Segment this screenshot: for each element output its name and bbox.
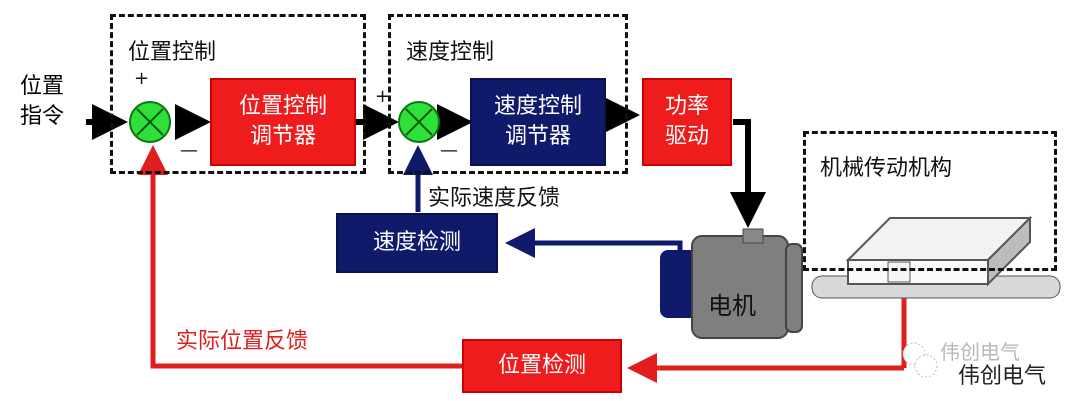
encoder-body [660, 250, 700, 318]
position-command-label: 位置 指令 [20, 72, 64, 132]
position-regulator-line1: 位置控制 [238, 94, 327, 119]
speed-regulator-line1: 速度控制 [493, 94, 582, 119]
position-control-title: 位置控制 [128, 40, 217, 65]
power-drive-line2: 驱动 [664, 124, 709, 149]
watermark-text: 伟创电气 [958, 364, 1047, 389]
position-summing-junction [129, 101, 171, 143]
motor-terminal [742, 228, 764, 244]
junction-cross-icon [405, 108, 433, 136]
speed-detection-block: 速度检测 [336, 213, 498, 273]
speed-regulator-block: 速度控制 调节器 [470, 78, 606, 166]
position-command-line1: 位置 [20, 74, 65, 99]
speed-summing-junction [398, 101, 440, 143]
position-feedback-label: 实际位置反馈 [176, 329, 309, 354]
speed-feedback-line [505, 228, 683, 272]
watermark-logo-icon [902, 342, 938, 378]
position-detection-block: 位置检测 [462, 339, 622, 393]
speed-plus-sign: + [375, 86, 391, 107]
position-plus-sign: + [134, 68, 150, 89]
work-table-side [987, 215, 1031, 287]
motor-label: 电机 [708, 292, 756, 320]
speed-regulator-line2: 调节器 [504, 124, 571, 149]
power-drive-block: 功率 驱动 [642, 78, 732, 166]
work-table-front [847, 259, 989, 285]
position-feedback-line [138, 145, 462, 369]
speed-control-group [388, 14, 628, 174]
drive-to-motor-arrow [730, 119, 766, 228]
junction-cross-icon [136, 108, 164, 136]
position-minus-sign: — [180, 140, 198, 161]
position-sensor [887, 261, 911, 283]
speed-control-title: 速度控制 [406, 40, 495, 65]
position-regulator-block: 位置控制 调节器 [210, 78, 356, 166]
mechanical-transmission-group [803, 131, 1057, 271]
position-command-line2: 指令 [20, 104, 65, 129]
motor-flange [785, 243, 803, 333]
speed-feedback-label: 实际速度反馈 [428, 186, 561, 211]
position-control-group [110, 14, 366, 174]
power-drive-line1: 功率 [664, 94, 709, 119]
mechanical-transmission-title: 机械传动机构 [820, 156, 953, 181]
position-regulator-line2: 调节器 [249, 124, 316, 149]
speed-minus-sign: — [440, 140, 458, 161]
watermark-faded: 伟创电气 [940, 340, 1020, 364]
